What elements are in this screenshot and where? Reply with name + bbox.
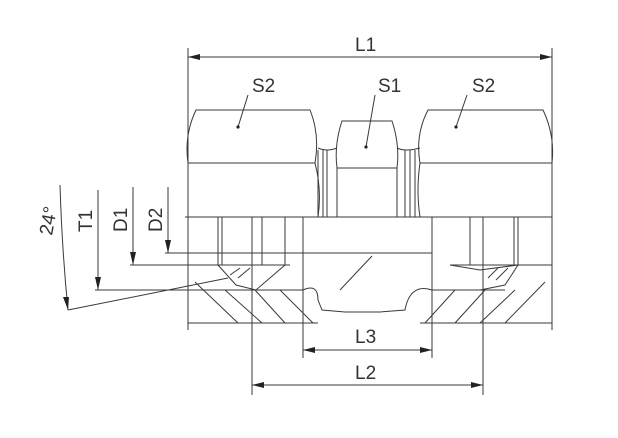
diameter-dimensions: D2 D1 T1 24° [36,184,303,311]
label-l2: L2 [355,363,376,384]
label-s2-left: S2 [252,76,275,97]
label-angle: 24° [36,205,62,237]
label-l1: L1 [355,35,376,56]
length-dimensions: L3 L2 [252,323,483,388]
label-l3: L3 [355,327,376,348]
section-view [185,216,552,395]
label-t1: T1 [76,210,97,232]
dimension-l1: L1 [187,35,553,330]
label-s1: S1 [378,76,401,97]
left-nut-s2 [186,109,338,324]
leaders: S2 S1 S2 [236,76,495,149]
center-hex-s1 [335,120,399,217]
label-s2-right: S2 [472,76,495,97]
right-nut-s2 [396,109,554,324]
label-d1: D1 [111,208,132,232]
label-d2: D2 [146,208,167,232]
